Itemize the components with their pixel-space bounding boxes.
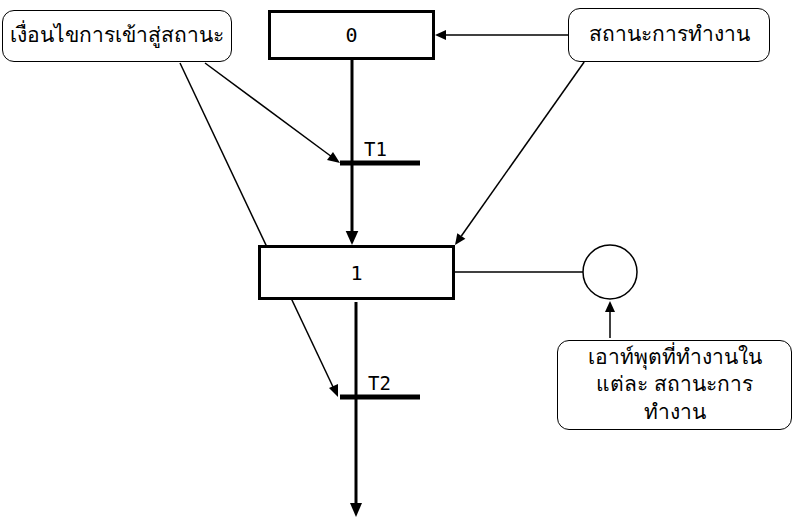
callout-box: เงื่อนไขการเข้าสู่สถานะ — [2, 10, 232, 62]
flow-arrowhead — [350, 503, 362, 517]
pointer-arrow — [455, 62, 584, 245]
leader-arrowhead — [327, 152, 340, 163]
arrowhead — [346, 231, 359, 245]
output-link — [455, 271, 583, 273]
state-box: 0 — [268, 10, 435, 60]
callout-box: เอาท์พุตที่ทำงานในแต่ละ สถานะการทำงาน — [557, 340, 792, 430]
box-text: เอาท์พุตที่ทำงานในแต่ละ สถานะการทำงาน — [565, 344, 784, 426]
box-text: 0 — [345, 22, 357, 48]
box-text: สถานะการทำงาน — [589, 21, 750, 48]
box-text: เงื่อนไขการเข้าสู่สถานะ — [10, 22, 224, 49]
transition-bar — [340, 395, 420, 400]
state-box: 1 — [258, 245, 455, 300]
leader-arrowhead — [329, 384, 338, 397]
connector-line — [446, 34, 568, 36]
arrowhead — [435, 30, 446, 40]
pointer-arrow — [435, 30, 568, 40]
transition-label: T1 — [362, 139, 389, 160]
leader-line — [609, 310, 611, 338]
leader-line — [180, 63, 334, 389]
connector-line — [461, 62, 584, 236]
box-text: 1 — [350, 260, 362, 286]
leader-line — [205, 63, 332, 157]
flow-line — [355, 302, 358, 505]
leader-arrowhead — [605, 301, 615, 312]
connector-line — [351, 60, 354, 231]
callout-box: สถานะการทำงาน — [568, 8, 770, 62]
output-circle — [583, 245, 637, 299]
flow-arrow — [346, 60, 359, 245]
transition-label: T2 — [366, 373, 393, 394]
arrowhead — [455, 233, 465, 245]
